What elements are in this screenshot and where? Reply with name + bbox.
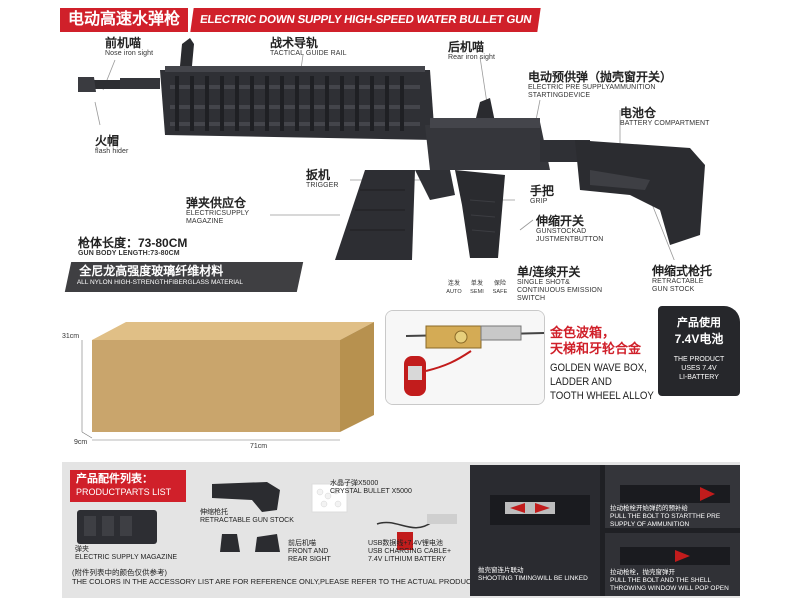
label-grip: 手把 GRIP [530, 184, 555, 205]
photo-label-linked: 抛壳窗连片联动 SHOOTING TIMINGWILL BE LINKED [478, 567, 588, 582]
photo-label-shell-window: 拉动枪栓，抛壳窗弹开 PULL THE BOLT AND THE SHELL T… [610, 569, 729, 592]
label-nose-sight: 前机喵 Nose iron sight [105, 36, 154, 57]
label-magazine: 弹夹供应仓 ELECTRICSUPPLY MAGAZINE [186, 196, 250, 225]
title-en: ELECTRIC DOWN SUPPLY HIGH-SPEED WATER BU… [190, 8, 542, 32]
packaging-box: 31cm 9cm 71cm [62, 322, 374, 450]
box-depth: 9cm [74, 439, 87, 446]
title-cn: 电动高速水弹枪 [60, 8, 189, 32]
label-rear-sight: 后机喵 Rear iron sight [448, 40, 496, 61]
color-notice: (附件列表中的颜色仅供参考) THE COLORS IN THE ACCESSO… [72, 568, 479, 586]
part-cable: USB数据线+7.4V锂电池 USB CHARGING CABLE+ 7.4V … [368, 540, 452, 563]
rifle-illustration [78, 38, 705, 260]
label-fire-switch: 单/连续开关 SINGLE SHOT& CONTINUOUS EMISSION … [517, 265, 603, 302]
label-stock: 伸缩式枪托 RETRACTABLE GUN STOCK [652, 264, 713, 293]
part-crystal: 水晶子弹X5000 CRYSTAL BULLET X5000 [330, 480, 412, 495]
parts-illustrations [77, 482, 457, 552]
page-title: 电动高速水弹枪 ELECTRIC DOWN SUPPLY HIGH-SPEED … [60, 8, 550, 32]
photo-label-pre-supply: 拉动枪栓开始弹药的预补给 PULL THE BOLT TO STARTTHE P… [610, 505, 721, 528]
mode-auto-label: 连发 AUTO [446, 281, 462, 295]
label-pre-supply: 电动预供弹（抛壳窗开关） ELECTRIC PRE SUPPLYAMMUNITI… [528, 70, 673, 99]
label-stock-button: 伸缩开关 GUNSTOCKAD JUSTMENTBUTTON [536, 214, 604, 243]
box-height: 31cm [62, 333, 79, 340]
label-trigger: 扳机 TRIGGER [306, 168, 339, 189]
body-length: 枪体长度：73-80CM GUN BODY LENGTH:73-80CM [78, 236, 188, 257]
mode-semi-label: 单发 SEMI [470, 281, 484, 295]
mode-safe-label: 保险 SAFE [492, 281, 508, 295]
label-rail: 战术导轨 TACTICAL GUIDE RAIL [270, 36, 347, 57]
material-banner: 全尼龙高强度玻璃纤维材料 ALL NYLON HIGH-STRENGTHFIBE… [64, 262, 304, 292]
battery-panel: 产品使用 7.4V电池 THE PRODUCT USES 7.4V LI-BAT… [658, 306, 740, 396]
bolt-photos: 抛壳窗连片联动 SHOOTING TIMINGWILL BE LINKED 拉动… [470, 465, 740, 596]
gearbox-description: 金色波箱， 天梯和牙轮合金 GOLDEN WAVE BOX, LADDER AN… [550, 325, 654, 402]
part-stock: 伸缩枪托 RETRACTABLE GUN STOCK [200, 509, 294, 524]
label-flash-hider: 火帽 flash hider [95, 134, 129, 155]
label-battery-compartment: 电池仓 BATTERY COMPARTMENT [620, 106, 710, 127]
box-length: 71cm [250, 443, 267, 450]
part-sights: 前后机喵 FRONT AND REAR SIGHT [288, 540, 331, 563]
parts-title: 产品配件列表： PRODUCTPARTS LIST [70, 470, 186, 502]
part-magazine: 弹夹 ELECTRIC SUPPLY MAGAZINE [75, 546, 178, 561]
gearbox-photo [385, 310, 545, 405]
